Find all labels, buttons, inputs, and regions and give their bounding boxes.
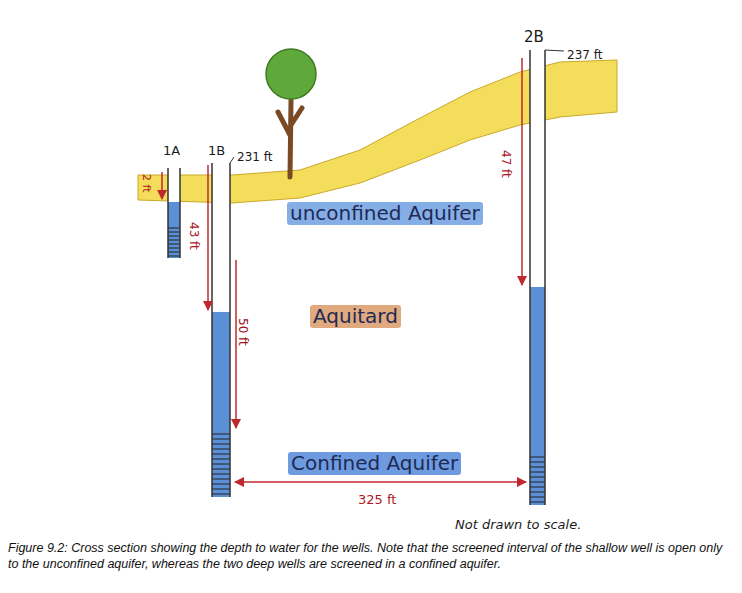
distance-label-holder: 325 ft	[358, 489, 396, 508]
scale-note-holder: Not drawn to scale.	[455, 514, 581, 533]
well-1b	[212, 163, 230, 497]
depth-label-holder: 47 ft	[498, 150, 517, 178]
layer-name: Aquitard	[310, 305, 401, 328]
figure-caption: Figure 9.2: Cross section showing the de…	[8, 541, 734, 572]
elevation-label: 231 ft	[237, 151, 272, 164]
depth-label-holder: 50 ft	[235, 318, 254, 346]
well-2b	[530, 50, 545, 505]
unconfined-aquifer-band: unconfined Aquifer	[138, 112, 617, 258]
well-1a	[168, 168, 180, 258]
elevation-label-holder: 231 ft	[237, 146, 272, 165]
well-name-holder: 1A	[163, 140, 180, 159]
depth-label: 43 ft	[187, 222, 200, 250]
depth-label: 47 ft	[499, 150, 512, 178]
aquitard-band: Aquitard	[138, 225, 617, 398]
depth-label-holder: 43 ft	[186, 222, 205, 250]
distance-label: 325 ft	[358, 493, 396, 507]
depth-label-holder: 2 ft	[139, 174, 158, 193]
depth-arrow	[521, 58, 523, 285]
depth-arrow	[207, 165, 209, 310]
depth-label: 2 ft	[140, 174, 152, 193]
layer-name: unconfined Aquifer	[287, 202, 483, 225]
well-name-holder: 2B	[524, 27, 544, 46]
scale-note: Not drawn to scale.	[455, 518, 581, 532]
elevation-tick	[545, 50, 564, 51]
band-shape	[138, 112, 617, 258]
well-name: 2B	[524, 29, 544, 46]
confined-aquifer-band: Confined Aquifer	[138, 398, 617, 532]
distance-arrow	[235, 481, 526, 483]
elevation-tick	[230, 157, 234, 163]
layer-name: Confined Aquifer	[288, 452, 461, 475]
tree	[266, 49, 316, 177]
caption-box: Figure 9.2: Cross section showing the de…	[8, 541, 734, 572]
well-name-holder: 1B	[208, 140, 225, 159]
depth-arrow	[161, 172, 163, 199]
depth-label: 50 ft	[236, 318, 249, 346]
elevation-label-holder: 237 ft	[567, 44, 602, 63]
well-name: 1B	[208, 144, 225, 158]
well-name: 1A	[163, 144, 180, 158]
elevation-label: 237 ft	[567, 49, 602, 62]
